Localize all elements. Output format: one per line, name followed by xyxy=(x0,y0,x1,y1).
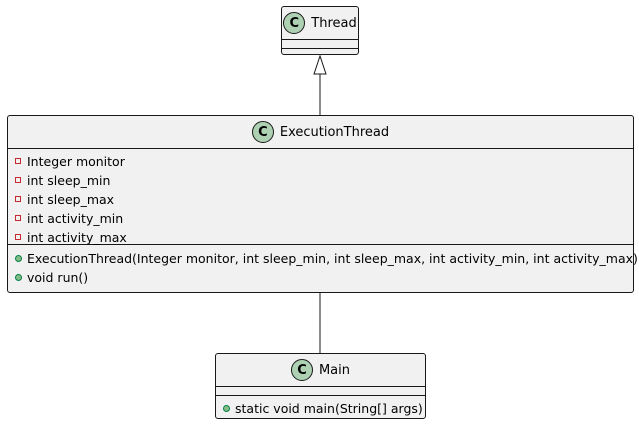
methods-compartment: ExecutionThread(Integer monitor, int sle… xyxy=(8,244,638,287)
methods-compartment xyxy=(282,48,358,56)
public-visibility-icon xyxy=(15,255,22,262)
class-circle-icon: C xyxy=(290,359,313,381)
attribute-row: int activity_max xyxy=(8,228,633,247)
attribute-row: Integer monitor xyxy=(8,152,633,171)
class-main[interactable]: C Main static void main(String[] args) xyxy=(215,353,426,419)
class-name: ExecutionThread xyxy=(279,124,390,140)
private-visibility-icon xyxy=(15,215,21,221)
class-thread-header: C Thread xyxy=(282,7,358,39)
class-circle-icon: C xyxy=(283,12,306,34)
class-execution-thread[interactable]: C ExecutionThread Integer monitor int sl… xyxy=(7,115,638,293)
attribute-row: int activity_min xyxy=(8,209,633,228)
class-name: Main xyxy=(318,362,351,378)
class-name: Thread xyxy=(311,15,357,31)
inheritance-arrowhead xyxy=(313,54,327,75)
attributes-compartment: Integer monitor int sleep_min int sleep_… xyxy=(8,148,633,247)
private-visibility-icon xyxy=(15,234,21,240)
class-thread[interactable]: C Thread xyxy=(281,6,359,55)
class-circle-icon: C xyxy=(251,121,274,143)
private-visibility-icon xyxy=(15,158,21,164)
method-row: ExecutionThread(Integer monitor, int sle… xyxy=(8,249,638,268)
method-row: static void main(String[] args) xyxy=(216,399,425,418)
method-row: void run() xyxy=(8,268,633,287)
private-visibility-icon xyxy=(15,177,21,183)
public-visibility-icon xyxy=(223,405,230,412)
attributes-compartment xyxy=(216,386,425,395)
class-execution-thread-header: C ExecutionThread xyxy=(8,116,633,148)
public-visibility-icon xyxy=(15,274,22,281)
private-visibility-icon xyxy=(15,196,21,202)
attribute-row: int sleep_max xyxy=(8,190,633,209)
class-main-header: C Main xyxy=(216,354,425,386)
attributes-compartment xyxy=(282,39,358,48)
methods-compartment: static void main(String[] args) xyxy=(216,395,425,418)
attribute-row: int sleep_min xyxy=(8,171,633,190)
